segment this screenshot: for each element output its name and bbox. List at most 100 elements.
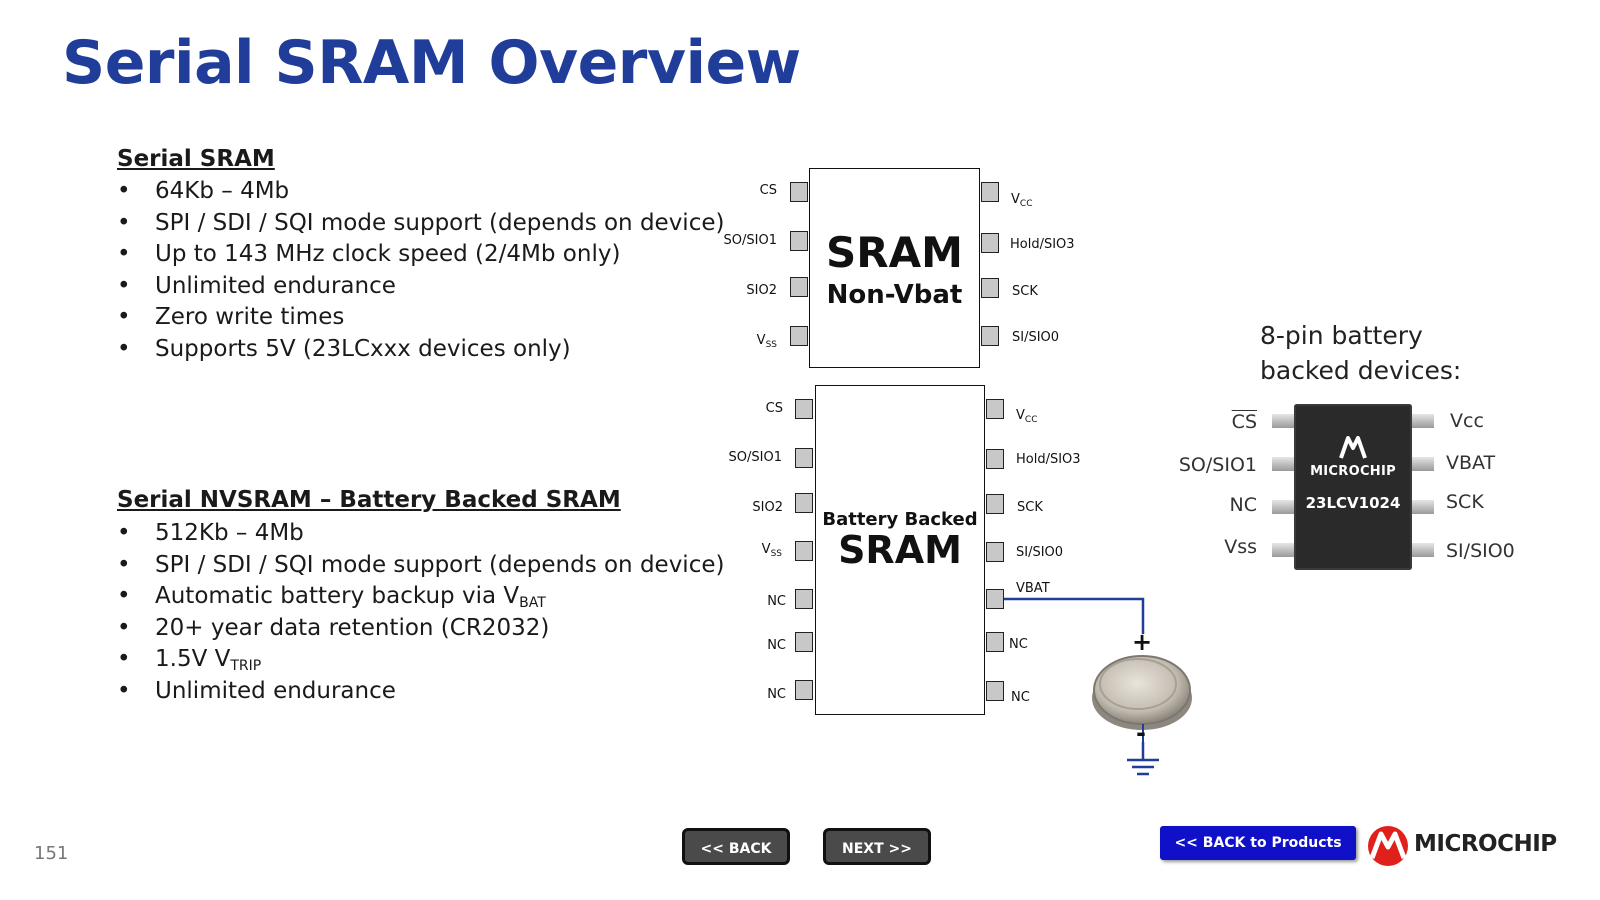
pin — [981, 278, 999, 298]
subscript: BAT — [519, 595, 546, 611]
pin — [986, 494, 1004, 514]
pin-label-nc: NC — [1229, 494, 1257, 516]
pin — [795, 493, 813, 513]
pin-label-vss: VSS — [757, 333, 777, 350]
pin — [1272, 414, 1294, 428]
pin-label-vss: Vss — [1224, 536, 1257, 558]
pin-label-cs: CS — [765, 401, 783, 416]
pin-label-sio2: SIO2 — [752, 500, 783, 515]
pin-label-cs: CS — [1231, 411, 1257, 433]
list-item: Zero write times — [117, 302, 724, 334]
next-button[interactable]: NEXT >> — [823, 828, 931, 865]
pin — [1272, 457, 1294, 471]
pin — [986, 681, 1004, 701]
list-item-text: 1.5V V — [155, 646, 231, 672]
pin-label-si-sio0: SI/SIO0 — [1016, 545, 1064, 560]
pin-label-hold-sio3: Hold/SIO3 — [1016, 452, 1081, 467]
list-item: SPI / SDI / SQI mode support (depends on… — [117, 550, 724, 582]
subscript: CC — [1024, 415, 1038, 425]
pin-label-hold-sio3: Hold/SIO3 — [1010, 237, 1075, 252]
ic-package: MICROCHIP 23LCV1024 — [1294, 404, 1412, 570]
serial-sram-bullet-list: 64Kb – 4Mb SPI / SDI / SQI mode support … — [117, 176, 724, 365]
back-button[interactable]: << BACK — [682, 828, 790, 865]
pin — [795, 680, 813, 700]
chip-title: SRAM — [826, 228, 963, 277]
pin — [986, 542, 1004, 562]
subscript: TRIP — [230, 658, 262, 674]
pin-label-vcc: VCC — [1011, 192, 1033, 209]
pin-label-text: V — [761, 542, 771, 557]
list-item: 512Kb – 4Mb — [117, 518, 724, 550]
pin-label-sio2: SIO2 — [746, 283, 777, 298]
package-part-number: 23LCV1024 — [1305, 494, 1401, 512]
list-item: Up to 143 MHz clock speed (2/4Mb only) — [117, 239, 724, 271]
pin-label-vss: VSS — [761, 542, 782, 559]
pin — [986, 399, 1004, 419]
pin — [790, 182, 808, 202]
package-brand: MICROCHIP — [1310, 464, 1396, 479]
pin-label-so-sio1: SO/SIO1 — [728, 450, 782, 465]
list-item: 20+ year data retention (CR2032) — [117, 613, 724, 645]
list-item: SPI / SDI / SQI mode support (depends on… — [117, 208, 724, 240]
battery-minus-sign: - — [1136, 719, 1146, 747]
chip-body — [815, 385, 985, 715]
microchip-logo-icon — [1339, 436, 1367, 459]
pin-label-si-sio0: SI/SIO0 — [1012, 330, 1060, 345]
pin-label-vcc: VCC — [1016, 408, 1038, 425]
pin — [790, 231, 808, 251]
pin — [790, 326, 808, 346]
pin — [1412, 457, 1434, 471]
chip-subtitle: Non-Vbat — [826, 280, 963, 310]
pin — [1412, 414, 1434, 428]
pin-label-vbat: VBAT — [1446, 452, 1496, 474]
pin-label-vbat: VBAT — [1016, 581, 1050, 596]
pin — [1412, 500, 1434, 514]
chip-subtitle: SRAM — [838, 528, 962, 572]
pin-label-nc: NC — [1011, 690, 1030, 705]
serial-nvsram-heading: Serial NVSRAM – Battery Backed SRAM — [117, 487, 621, 513]
page-title: Serial SRAM Overview — [62, 28, 801, 98]
package-caption-line: 8-pin battery — [1260, 321, 1423, 350]
list-item: 64Kb – 4Mb — [117, 176, 724, 208]
list-item: 1.5V VTRIP — [117, 644, 724, 676]
pin — [795, 589, 813, 609]
pin-label-nc: NC — [767, 594, 786, 609]
list-item: Unlimited endurance — [117, 271, 724, 303]
list-item: Supports 5V (23LCxxx devices only) — [117, 334, 724, 366]
subscript: SS — [770, 549, 782, 559]
pin — [981, 182, 999, 202]
list-item-text: Automatic battery backup via V — [155, 583, 520, 609]
chip-title: Battery Backed — [822, 509, 978, 530]
pin — [986, 632, 1004, 652]
pin-label-nc: NC — [767, 687, 786, 702]
pin — [986, 589, 1004, 609]
package-caption: 8-pin battery backed devices: — [1260, 318, 1461, 388]
pin-label-nc: NC — [767, 638, 786, 653]
pin — [795, 632, 813, 652]
chip-body — [809, 168, 980, 368]
pin-label-si-sio0: SI/SIO0 — [1446, 540, 1515, 562]
pin — [795, 541, 813, 561]
list-item: Automatic battery backup via VBAT — [117, 581, 724, 613]
pin — [795, 448, 813, 468]
pin-label-sck: SCK — [1446, 491, 1484, 513]
pin-label-sck: SCK — [1012, 284, 1038, 299]
pin — [1272, 543, 1294, 557]
page-number: 151 — [34, 843, 69, 864]
vbat-wire — [1004, 597, 1145, 634]
pin — [986, 449, 1004, 469]
battery-circuit — [1004, 597, 1192, 776]
pin-label-nc: NC — [1009, 637, 1028, 652]
pin — [795, 399, 813, 419]
serial-nvsram-bullet-list: 512Kb – 4Mb SPI / SDI / SQI mode support… — [117, 518, 724, 707]
back-to-products-button[interactable]: << BACK to Products — [1160, 826, 1356, 860]
pin-label-vcc: Vcc — [1450, 410, 1484, 432]
subscript: CC — [1019, 199, 1033, 209]
serial-sram-heading: Serial SRAM — [117, 146, 275, 172]
subscript: SS — [765, 340, 777, 350]
battery-plus-sign: + — [1132, 628, 1153, 656]
pin-label-cs: CS — [759, 183, 777, 198]
pin — [981, 233, 999, 253]
package-caption-line: backed devices: — [1260, 356, 1462, 385]
pin — [790, 277, 808, 297]
